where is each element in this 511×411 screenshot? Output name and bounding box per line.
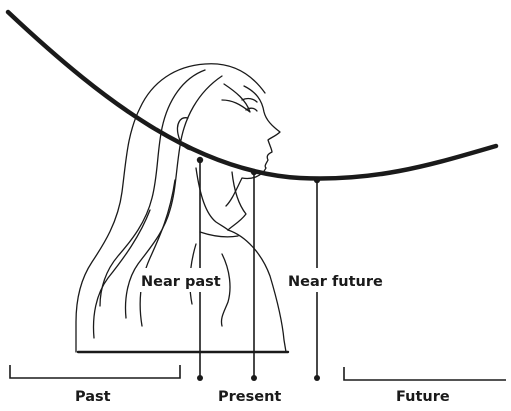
hair-over-shoulder [221,254,230,326]
bottom-markers [197,375,320,381]
hair-strand [140,180,175,326]
present-label: Present [218,389,281,405]
near-past-bottom-dot [197,375,203,381]
present-bottom-dot [251,375,257,381]
neck-front [228,172,246,230]
past-bracket [10,365,180,378]
chest-outline [228,230,286,352]
hair-fringe [222,84,250,112]
collarbone [200,232,238,237]
future-label: Future [396,389,450,405]
woman-profile-illustration [76,64,288,352]
future-bracket [344,367,506,380]
past-label: Past [75,389,111,405]
near-future-label: Near future [288,274,383,290]
time-arc [8,12,496,179]
near-future-bottom-dot [314,375,320,381]
near-past-label: Near past [141,274,221,290]
